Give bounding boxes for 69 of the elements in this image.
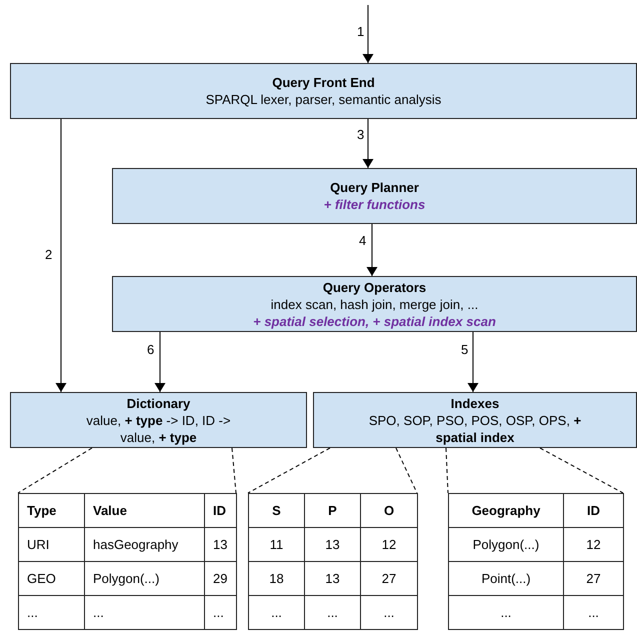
table-cell: 18 <box>248 562 304 596</box>
box-heading: Query Planner <box>330 179 419 196</box>
leader-line <box>396 448 418 494</box>
box-heading: Query Front End <box>272 74 375 91</box>
column-header: O <box>360 494 418 528</box>
column-header: Value <box>84 494 204 528</box>
table-cell: 12 <box>564 528 624 562</box>
table-cell: 13 <box>304 528 360 562</box>
table-cell: Polygon(...) <box>448 528 564 562</box>
data-table <box>448 493 624 630</box>
column-header: ID <box>204 494 236 528</box>
edge-label: 4 <box>358 234 368 248</box>
table-cell: ... <box>360 596 418 630</box>
leader-line <box>18 448 92 494</box>
process-box <box>10 392 307 448</box>
column-header: S <box>248 494 304 528</box>
table-cell: 13 <box>304 562 360 596</box>
table-cell: ... <box>248 596 304 630</box>
arrow <box>364 4 372 64</box>
table-cell: 12 <box>360 528 418 562</box>
table-cell: 13 <box>204 528 236 562</box>
column-header: ID <box>564 494 624 528</box>
column-header: Geography <box>448 494 564 528</box>
box-heading: Query Operators <box>322 278 426 296</box>
edge-label: 2 <box>44 248 54 262</box>
table-cell: 11 <box>248 528 304 562</box>
table-cell: URI <box>18 528 84 562</box>
table-cell: 27 <box>564 562 624 596</box>
table-cell: hasGeography <box>84 528 204 562</box>
arrow <box>56 118 66 392</box>
column-header: P <box>304 494 360 528</box>
leader-line <box>446 448 448 494</box>
column-header: Type <box>18 494 84 528</box>
table-cell: ... <box>448 596 564 630</box>
data-table <box>248 493 418 630</box>
edge-label: 3 <box>356 128 366 142</box>
box-text: index scan, hash join, merge join, ... <box>270 296 478 312</box>
box-heading: Indexes <box>450 394 500 412</box>
box-text: value, + type -> ID, ID -> value, + type <box>85 412 232 446</box>
table-cell: ... <box>84 596 204 630</box>
table-cell: GEO <box>18 562 84 596</box>
process-box <box>112 276 637 332</box>
leader-line <box>232 448 236 494</box>
table-cell: ... <box>304 596 360 630</box>
box-text: SPO, SOP, PSO, POS, OSP, OPS, + spatial index <box>368 412 582 446</box>
box-text: + filter functions <box>324 196 426 213</box>
edge-label: 5 <box>460 343 470 357</box>
leader-line <box>540 448 624 494</box>
arrow <box>368 224 376 276</box>
arrow <box>468 332 478 392</box>
box-text: SPARQL lexer, parser, semantic analysis <box>206 91 442 108</box>
process-box <box>10 63 637 119</box>
box-heading: Dictionary <box>126 394 190 412</box>
edge-label: 1 <box>356 25 366 39</box>
arrow <box>156 332 164 392</box>
edge-label: 6 <box>146 343 156 357</box>
table-cell: ... <box>564 596 624 630</box>
table-cell: Polygon(...) <box>84 562 204 596</box>
data-table <box>18 493 237 630</box>
process-box <box>313 392 637 448</box>
table-cell: ... <box>204 596 236 630</box>
table-cell: 27 <box>360 562 418 596</box>
table-cell: Point(...) <box>448 562 564 596</box>
process-box <box>112 168 637 224</box>
box-text: + spatial selection, + spatial index scan <box>253 312 496 330</box>
table-cell: 29 <box>204 562 236 596</box>
leader-line <box>248 448 330 494</box>
table-cell: ... <box>18 596 84 630</box>
arrow <box>364 118 372 168</box>
